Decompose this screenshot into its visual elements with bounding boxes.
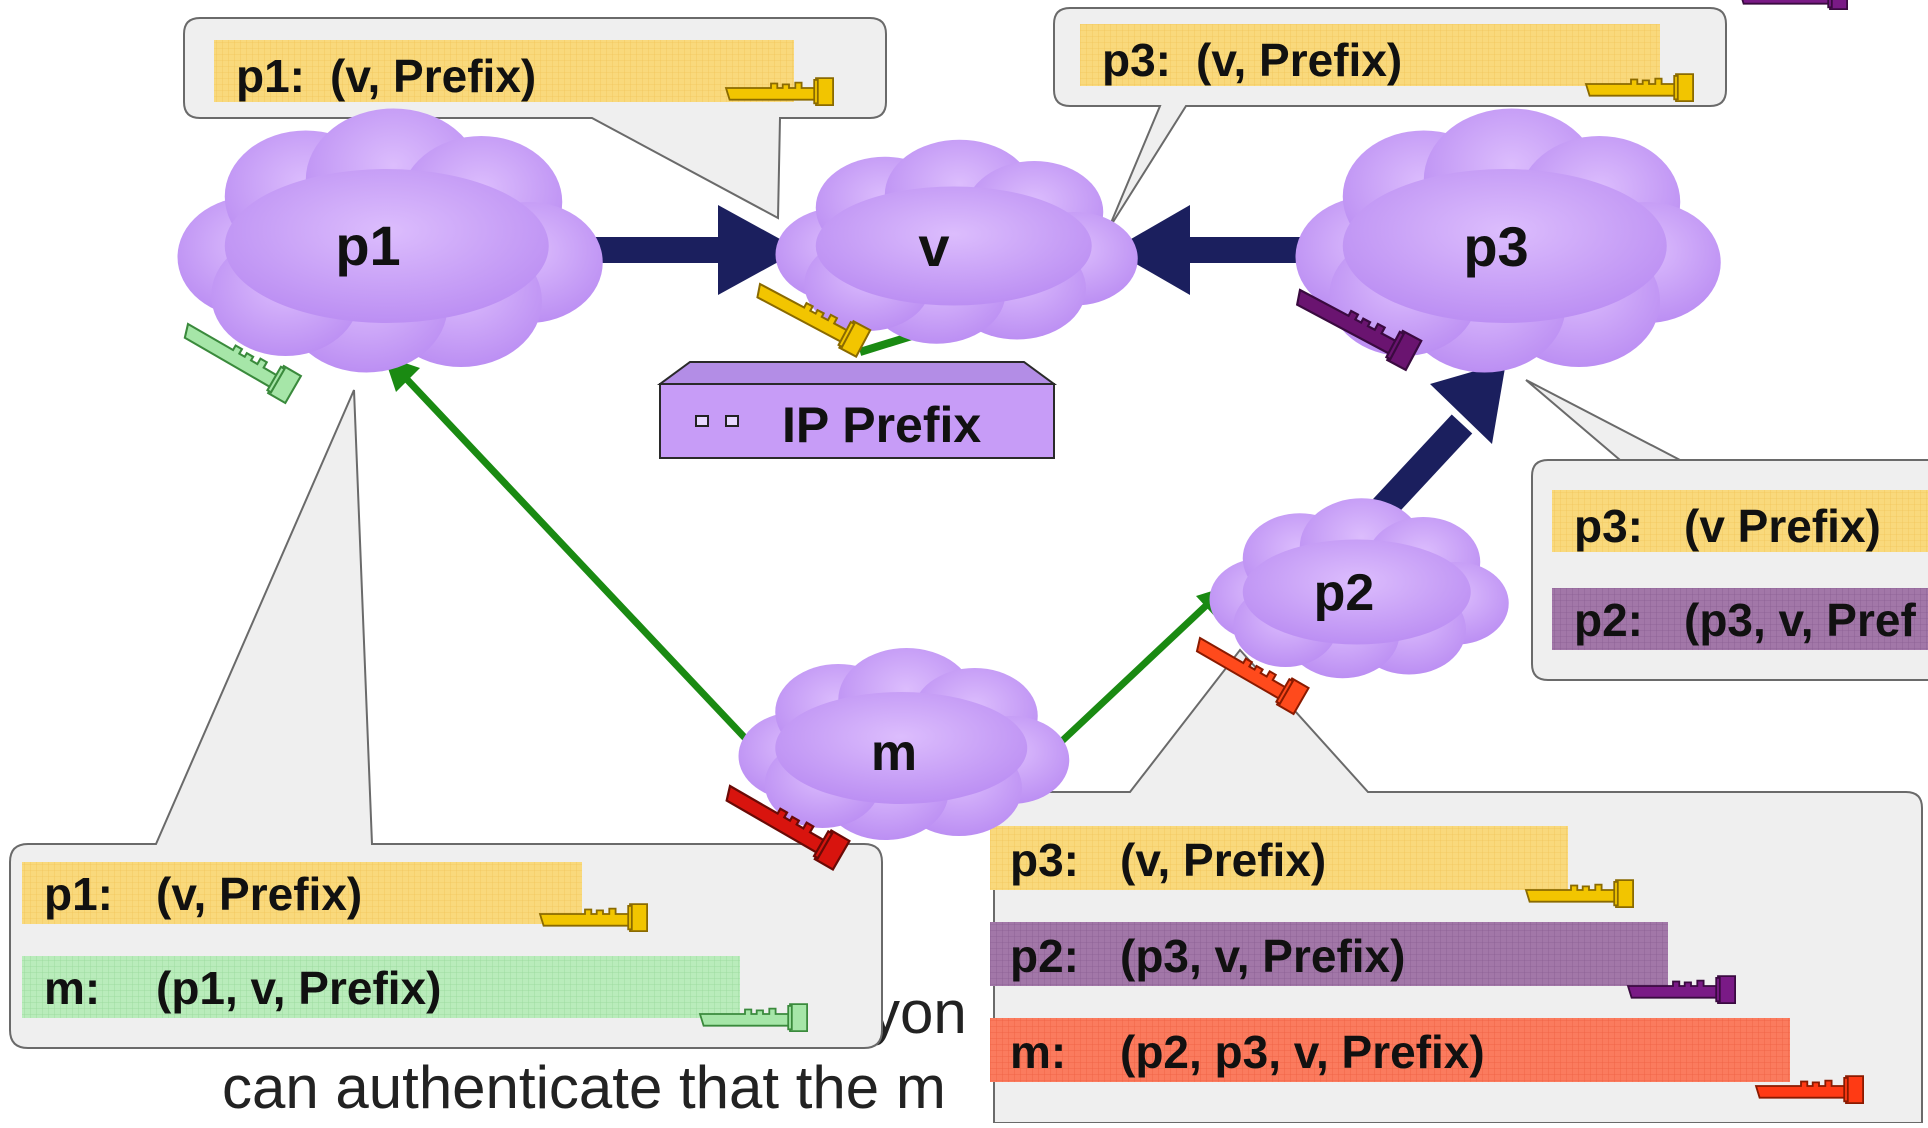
callout-entry-who: p3: <box>1102 34 1171 86</box>
callout-right-p3: p3: (v Prefix) p2: (p3, v, Pref <box>1525 379 1928 681</box>
node-label-p1: p1 <box>335 214 400 277</box>
cloud-m: m <box>718 648 1070 871</box>
cloud-p3: p3 <box>1289 108 1721 373</box>
callout-entry-who: p2: <box>1574 594 1643 646</box>
router-led-icon <box>725 415 739 427</box>
callout-entry-path: (v, Prefix) <box>1196 34 1402 86</box>
callout-entry-path: (v, Prefix) <box>330 50 536 102</box>
node-label-p3: p3 <box>1463 215 1528 278</box>
background-text-fragment: yon <box>870 979 967 1046</box>
cloud-v: v <box>750 139 1138 358</box>
router-label: IP Prefix <box>782 397 981 453</box>
node-label-m: m <box>871 724 917 782</box>
callout-entry-path: (p1, v, Prefix) <box>156 962 441 1014</box>
router-led-icon <box>695 415 709 427</box>
callout-entry-path: (p3, v, Pref <box>1684 594 1916 646</box>
callout-entry-who: p2: <box>1010 930 1079 982</box>
cloud-p1: p1 <box>177 108 603 405</box>
callout-entry-path: (v Prefix) <box>1684 500 1881 552</box>
callout-entry-path: (p3, v, Prefix) <box>1120 930 1405 982</box>
callout-entry-who: p1: <box>236 50 305 102</box>
callout-entry-who: m: <box>1010 1026 1066 1078</box>
cloud-p2: p2 <box>1189 498 1509 715</box>
callout-entry-who: p3: <box>1010 834 1079 886</box>
callout-entry-path: (v, Prefix) <box>156 868 362 920</box>
node-label-p2: p2 <box>1314 564 1375 622</box>
purple-key-icon <box>1739 0 1848 11</box>
node-label-v: v <box>918 215 949 278</box>
arrow-p3-to-v <box>1112 205 1320 295</box>
callout-bottom-right: p3: (v, Prefix) p2: (p3, v, Prefix) m: (… <box>990 648 1923 1124</box>
callout-top-p3: p3: (v, Prefix) <box>1053 7 1727 231</box>
callout-entry-path: (p2, p3, v, Prefix) <box>1120 1026 1485 1078</box>
callout-entry-who: p3: <box>1574 500 1643 552</box>
callout-entry-who: m: <box>44 962 100 1014</box>
callout-top-p1: p1: (v, Prefix) <box>183 17 887 220</box>
callout-bottom-left: p1: (v, Prefix) m: (p1, v, Prefix) <box>9 389 883 1049</box>
callout-entry-path: (v, Prefix) <box>1120 834 1326 886</box>
router-ip-prefix: IP Prefix <box>656 361 1058 459</box>
callout-entry-who: p1: <box>44 868 113 920</box>
background-text-line: can authenticate that the m <box>222 1054 946 1121</box>
